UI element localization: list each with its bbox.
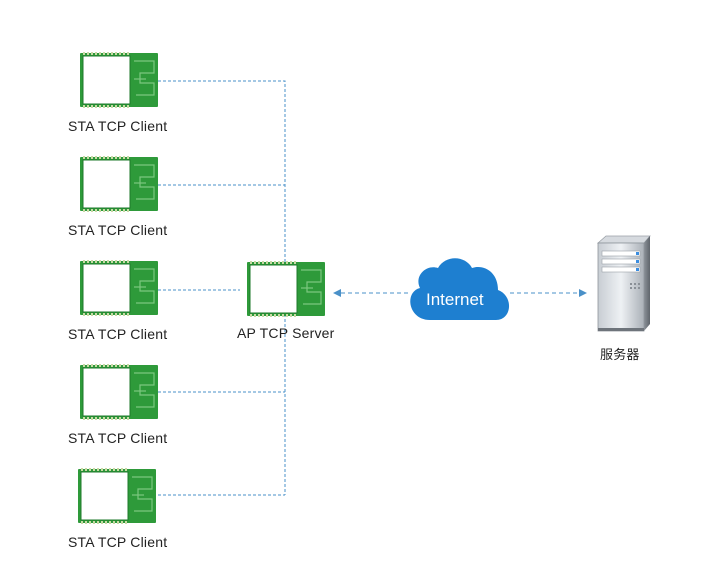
client-label-5: STA TCP Client	[68, 534, 168, 550]
server-label: 服务器	[600, 348, 640, 363]
internet-label: Internet	[426, 290, 484, 309]
client-label-3: STA TCP Client	[68, 326, 168, 342]
connection-lines	[158, 80, 587, 496]
client-module-5	[78, 468, 156, 524]
link-client-1	[158, 80, 286, 495]
client-module-2	[80, 156, 158, 212]
client-label-1: STA TCP Client	[68, 118, 168, 134]
client-label-4: STA TCP Client	[68, 430, 168, 446]
client-module-1	[80, 52, 158, 108]
ap-module	[247, 261, 325, 317]
module-icons	[78, 52, 325, 524]
client-module-3	[80, 260, 158, 316]
client-label-2: STA TCP Client	[68, 222, 168, 238]
server-tower-icon	[596, 235, 651, 332]
cloud-icon	[410, 258, 510, 320]
client-module-4	[80, 364, 158, 420]
ap-server-label: AP TCP Server	[237, 325, 335, 341]
